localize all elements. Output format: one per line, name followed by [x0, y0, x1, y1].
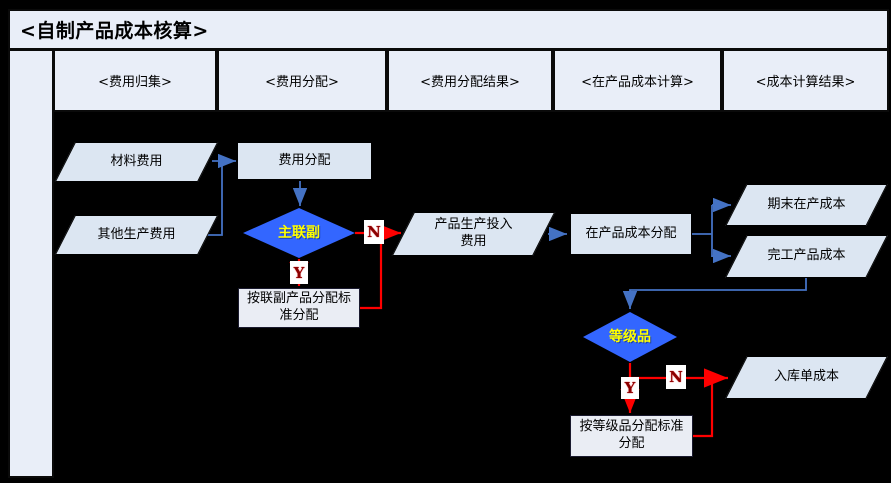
- diagram-title: <自制产品成本核算>: [20, 20, 209, 42]
- branch-label-no-1: N: [364, 220, 384, 244]
- branch-label-yes-1: Y: [290, 261, 308, 284]
- node-material-cost: 材料费用: [54, 142, 219, 182]
- process-shape: [237, 142, 372, 180]
- left-process-band: [8, 49, 54, 478]
- lane-label: <在产品成本计算>: [581, 75, 694, 90]
- lane-header-expense-collection: <费用归集>: [53, 49, 217, 112]
- node-joint-byproduct-standard: 按联副产品分配标 准分配: [238, 288, 360, 328]
- decision-main-joint-byproduct: 主联副: [243, 208, 355, 258]
- node-product-input-cost: 产品生产投入 费用: [391, 212, 556, 256]
- lane-label: <费用分配结果>: [420, 75, 520, 90]
- edge-finished-to-decision2: [622, 278, 807, 309]
- process-shape: [570, 415, 693, 457]
- lane-header-allocation-result: <费用分配结果>: [387, 49, 553, 112]
- lane-label: <费用归集>: [98, 75, 172, 90]
- lane-header-wip-cost-calc: <在产品成本计算>: [553, 49, 722, 112]
- diagram-title-bar: <自制产品成本核算>: [8, 9, 889, 50]
- node-receipt-cost: 入库单成本: [725, 356, 888, 399]
- node-cost-allocation: 费用分配: [237, 142, 372, 180]
- lane-header-expense-allocation: <费用分配>: [217, 49, 387, 112]
- lane-header-cost-calc-result: <成本计算结果>: [722, 49, 889, 112]
- branch-label-no-2: N: [666, 365, 686, 389]
- edge-gradestd-to-receipt: [693, 378, 714, 438]
- lane-label: <费用分配>: [265, 75, 339, 90]
- node-wip-cost-allocation: 在产品成本分配: [570, 213, 692, 255]
- edge-jointstd-to-input: [360, 234, 383, 310]
- process-shape: [570, 213, 692, 255]
- node-other-production-cost: 其他生产费用: [54, 215, 219, 255]
- node-grade-standard: 按等级品分配标准 分配: [570, 415, 693, 457]
- process-shape: [238, 288, 360, 328]
- branch-label-yes-2: Y: [621, 377, 639, 399]
- node-ending-wip-cost: 期末在产成本: [725, 184, 888, 226]
- node-finished-product-cost: 完工产品成本: [725, 235, 888, 278]
- lane-label: <成本计算结果>: [755, 75, 856, 90]
- decision-grade-product: 等级品: [583, 312, 677, 362]
